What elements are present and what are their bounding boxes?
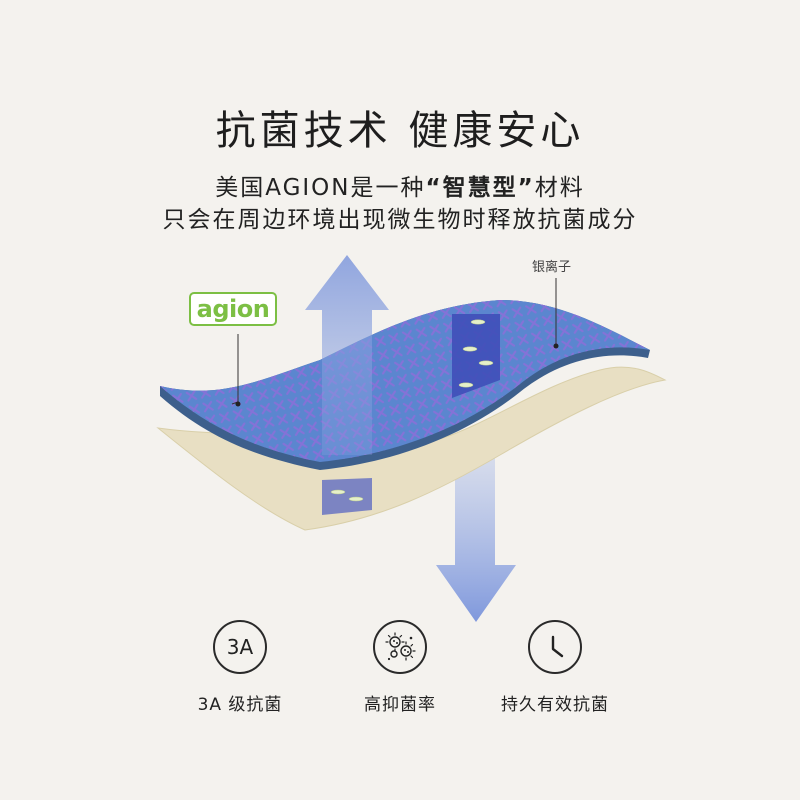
feature-label: 3A 级抗菌 — [197, 695, 283, 715]
bottom-ion-window — [322, 478, 372, 515]
page-title: 抗菌技术 健康安心 — [215, 108, 585, 154]
feature-3a-antibacterial: 3A 3A 级抗菌 — [170, 620, 310, 715]
fabric-illustration — [156, 255, 667, 622]
feature-label: 高抑菌率 — [364, 695, 436, 715]
silver-ion-window — [452, 314, 500, 398]
up-arrow-icon — [305, 255, 389, 455]
feature-long-lasting: 持久有效抗菌 — [485, 620, 625, 715]
subtitle-line-2: 只会在周边环境出现微生物时释放抗菌成分 — [162, 207, 638, 233]
clock-icon — [528, 620, 582, 674]
3a-icon: 3A — [213, 620, 267, 674]
subtitle-highlight: “智慧型” — [425, 175, 535, 201]
silver-ion-label: 银离子 — [532, 260, 572, 275]
bacteria-icon — [373, 620, 427, 674]
agion-logo: agion — [189, 292, 277, 326]
subtitle-prefix: 美国AGION是一种 — [215, 175, 426, 201]
subtitle-line-1: 美国AGION是一种“智慧型”材料 — [0, 168, 800, 202]
feature-label: 持久有效抗菌 — [501, 695, 609, 715]
subtitle-suffix: 材料 — [534, 175, 585, 201]
down-arrow-icon — [436, 450, 516, 622]
silver-ion-particles — [458, 319, 494, 388]
feature-high-inhibition: 高抑菌率 — [330, 620, 470, 715]
